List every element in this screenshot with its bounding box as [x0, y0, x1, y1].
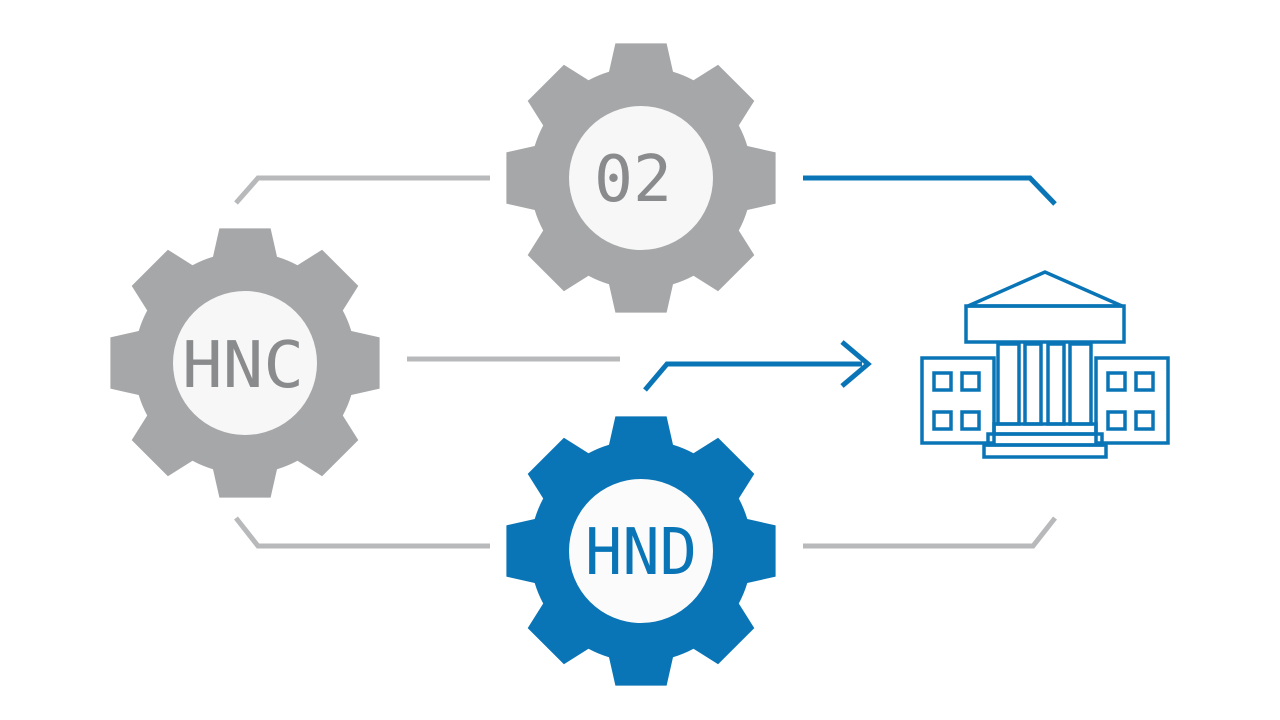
building-window: [960, 371, 981, 392]
gear-hnd-label: HND: [585, 516, 697, 590]
building-window: [932, 371, 953, 392]
connectors: [234, 175, 1057, 549]
building-column: [1068, 342, 1093, 426]
gear-hnc: HNC: [110, 228, 380, 498]
gear-o2: 02: [506, 43, 776, 313]
building-window: [932, 410, 953, 431]
building-entablature: [964, 304, 1126, 344]
building-step: [982, 443, 1108, 459]
building-window: [960, 410, 981, 431]
gear-hnc-label: HNC: [182, 329, 304, 403]
gear-hole: [569, 106, 713, 250]
gear-o2-label: 02: [594, 143, 672, 217]
gear-hnd: HND: [506, 416, 776, 686]
building-window: [1106, 410, 1127, 431]
arrow-head-icon: [840, 340, 872, 388]
connector-top-right: [803, 175, 1057, 206]
gear-hole: [173, 291, 317, 435]
building-window: [1134, 371, 1155, 392]
connector-top-left: [234, 175, 490, 205]
building-column: [1023, 342, 1043, 426]
university-building-icon: [920, 270, 1170, 459]
building-right-wing: [1094, 356, 1170, 445]
connector-bottom-left: [234, 516, 490, 549]
gear-hole: [569, 479, 713, 623]
arrow-shaft: [643, 361, 862, 392]
building-column: [1046, 342, 1066, 426]
building-column: [996, 342, 1021, 426]
building-window: [1106, 371, 1127, 392]
building-roof: [967, 270, 1123, 308]
connector-bottom-right: [803, 516, 1057, 549]
building-left-wing: [920, 356, 996, 445]
building-window: [1134, 410, 1155, 431]
